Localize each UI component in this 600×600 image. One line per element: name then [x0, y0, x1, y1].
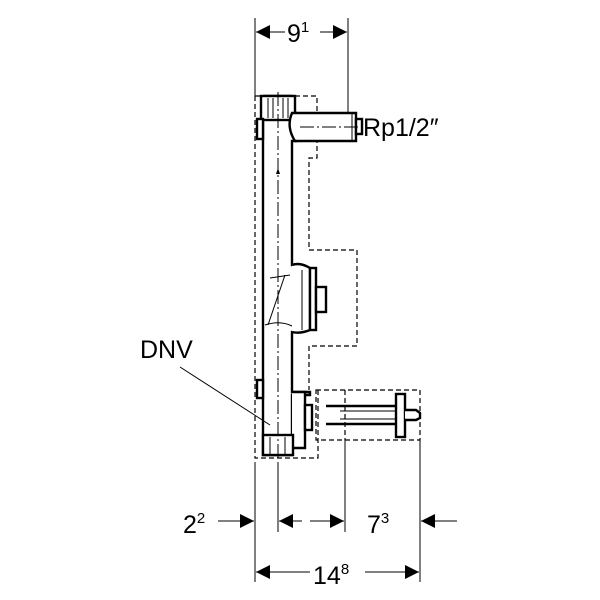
dimension-total-width: 148	[256, 561, 419, 590]
dim-top-sup: 1	[301, 19, 309, 36]
extension-lines	[254, 18, 421, 582]
valve-label: DNV	[140, 336, 193, 364]
dim-top-main: 9	[287, 20, 301, 48]
dnv-leader-line	[179, 366, 271, 426]
dim-left-main: 2	[183, 511, 197, 539]
dimension-top-width: 91	[256, 19, 347, 48]
dim-right-sup: 3	[381, 510, 389, 527]
dimension-left-offset: 22	[183, 510, 344, 539]
svg-text:22: 22	[183, 510, 205, 539]
svg-text:73: 73	[367, 510, 389, 539]
pipe-assembly	[255, 92, 422, 460]
dim-total-sup: 8	[341, 561, 349, 578]
dimension-right-offset: 73	[367, 510, 457, 539]
dim-total-main: 14	[313, 562, 341, 590]
dim-left-sup: 2	[197, 510, 205, 527]
svg-text:148: 148	[313, 561, 349, 590]
svg-text:91: 91	[287, 19, 309, 48]
dim-right-main: 7	[367, 511, 381, 539]
connection-label: Rp1/2″	[363, 114, 439, 142]
